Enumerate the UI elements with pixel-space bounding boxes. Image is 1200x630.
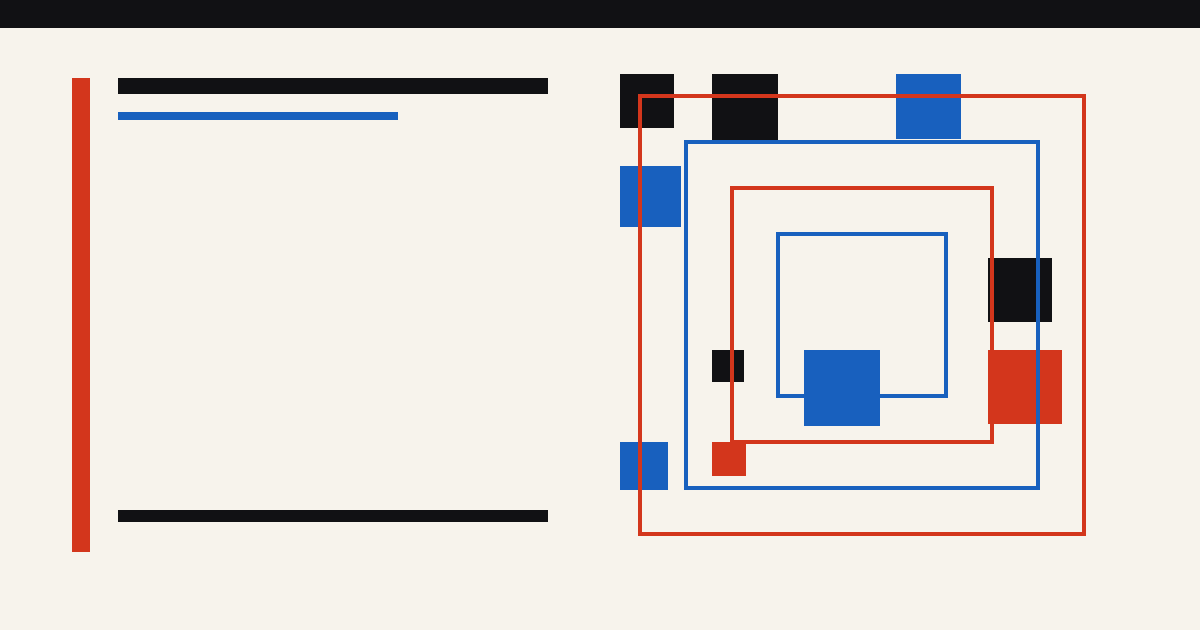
block-black-right: [988, 258, 1052, 322]
headline-placeholder-bar: [118, 78, 548, 94]
block-red-small-bottom: [712, 442, 746, 476]
ring-red-third: [730, 186, 994, 444]
block-black-top-left: [620, 74, 674, 128]
block-black-top-middle: [712, 74, 778, 140]
ring-blue-inner: [776, 232, 948, 398]
block-black-small-center-left: [712, 350, 744, 382]
block-blue-center: [804, 350, 880, 426]
concentric-square-graphic: [600, 50, 1100, 560]
block-blue-top-right: [896, 74, 961, 139]
left-accent-bar: [72, 78, 90, 552]
footer-placeholder-bar: [118, 510, 548, 522]
subtitle-placeholder-bar: [118, 112, 398, 120]
block-blue-bottom-left: [620, 442, 668, 490]
top-bar: [0, 0, 1200, 28]
block-blue-left: [620, 166, 681, 227]
ring-blue-second: [684, 140, 1040, 490]
ring-red-outer: [638, 94, 1086, 536]
graphic-svg: [620, 74, 1086, 536]
block-red-right: [988, 350, 1062, 424]
